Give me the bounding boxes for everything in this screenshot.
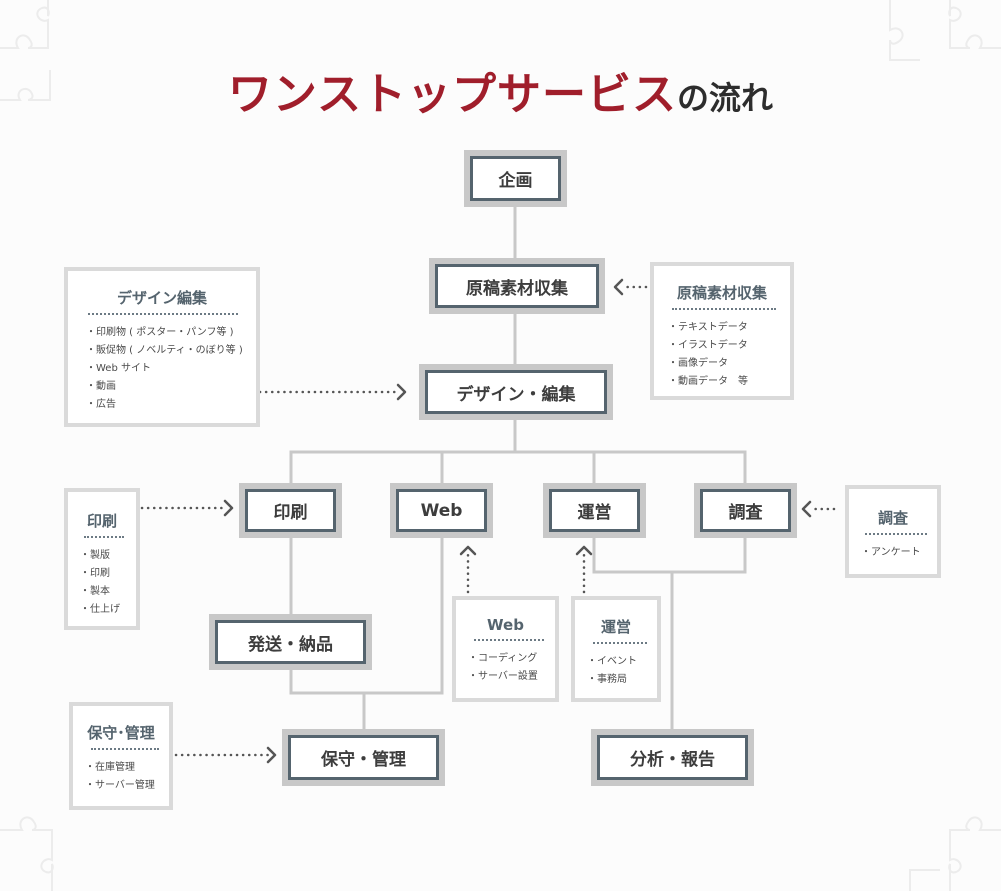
title-sub: の流れ: [677, 79, 774, 117]
panel-maintenance-list: 在庫管理 サーバー管理: [85, 759, 169, 795]
node-analysis-label: 分析・報告: [597, 735, 748, 780]
panel-web: Web コーディング サーバー設置: [452, 596, 559, 702]
list-item: イラストデータ: [668, 337, 790, 355]
list-item: 印刷物 ( ポスター・パンフ等 ): [86, 324, 256, 342]
panel-print: 印刷 製版 印刷 製本 仕上げ: [64, 488, 140, 630]
panel-manuscript-list: テキストデータ イラストデータ 画像データ 動画データ 等: [668, 319, 790, 391]
panel-operation-title: 運営: [600, 618, 631, 636]
node-maintenance-label: 保守・管理: [288, 735, 439, 780]
list-item: サーバー管理: [85, 777, 169, 795]
panel-operation-divider: [593, 642, 647, 644]
panel-design-divider: [88, 313, 238, 315]
panel-web-divider: [474, 639, 544, 641]
node-research: 調査: [694, 483, 797, 538]
list-item: 動画: [86, 378, 256, 396]
puzzle-piece-icon: [0, 0, 51, 101]
list-item: 製本: [80, 583, 136, 601]
list-item: 広告: [86, 396, 256, 414]
panel-maintenance-title: 保守･管理: [87, 724, 155, 742]
node-manuscript: 原稿素材収集: [429, 258, 605, 314]
panel-research-list: アンケート: [861, 544, 937, 562]
list-item: テキストデータ: [668, 319, 790, 337]
panel-maintenance: 保守･管理 在庫管理 サーバー管理: [69, 702, 173, 810]
node-shipping: 発送・納品: [209, 614, 372, 670]
list-item: 販促物 ( ノベルティ・のぼり等 ): [86, 342, 256, 360]
node-print: 印刷: [239, 483, 342, 538]
list-item: 動画データ 等: [668, 373, 790, 391]
list-item: Web サイト: [86, 360, 256, 378]
node-design: デザイン・編集: [419, 364, 613, 420]
puzzle-piece-icon: [0, 816, 54, 891]
panel-design: デザイン編集 印刷物 ( ポスター・パンフ等 ) 販促物 ( ノベルティ・のぼり…: [64, 267, 260, 427]
list-item: 事務局: [587, 671, 657, 689]
panel-print-list: 製版 印刷 製本 仕上げ: [80, 547, 136, 619]
node-manuscript-label: 原稿素材収集: [435, 264, 599, 308]
node-maintenance: 保守・管理: [282, 729, 445, 786]
node-design-label: デザイン・編集: [425, 370, 607, 414]
panel-manuscript-title: 原稿素材収集: [676, 284, 767, 302]
panel-maintenance-divider: [91, 748, 159, 750]
list-item: 画像データ: [668, 355, 790, 373]
page-title: ワンストップサービスの流れ: [0, 58, 1001, 122]
list-item: サーバー設置: [468, 668, 555, 686]
panel-design-list: 印刷物 ( ポスター・パンフ等 ) 販促物 ( ノベルティ・のぼり等 ) Web…: [86, 324, 256, 414]
node-planning-label: 企画: [470, 156, 561, 201]
panel-manuscript-divider: [672, 308, 776, 310]
puzzle-piece-icon: [889, 0, 1001, 61]
node-planning: 企画: [464, 150, 567, 207]
panel-research-divider: [865, 533, 927, 535]
node-web: Web: [390, 483, 493, 538]
list-item: 仕上げ: [80, 601, 136, 619]
list-item: アンケート: [861, 544, 937, 562]
list-item: 在庫管理: [85, 759, 169, 777]
panel-print-divider: [84, 536, 124, 538]
panel-operation: 運営 イベント 事務局: [571, 596, 661, 702]
panel-manuscript: 原稿素材収集 テキストデータ イラストデータ 画像データ 動画データ 等: [650, 262, 794, 400]
list-item: コーディング: [468, 650, 555, 668]
node-print-label: 印刷: [245, 489, 336, 532]
node-shipping-label: 発送・納品: [215, 620, 366, 664]
list-item: 印刷: [80, 565, 136, 583]
puzzle-piece-icon: [909, 816, 1001, 891]
node-operation: 運営: [543, 483, 646, 538]
panel-research-title: 調査: [877, 509, 908, 527]
node-operation-label: 運営: [549, 489, 640, 532]
list-item: 製版: [80, 547, 136, 565]
node-web-label: Web: [396, 489, 487, 532]
node-analysis: 分析・報告: [591, 729, 754, 786]
title-main: ワンストップサービス: [227, 69, 678, 120]
panel-web-title: Web: [487, 616, 524, 634]
panel-print-title: 印刷: [86, 512, 117, 530]
panel-operation-list: イベント 事務局: [587, 653, 657, 689]
panel-design-title: デザイン編集: [116, 289, 207, 307]
list-item: イベント: [587, 653, 657, 671]
node-research-label: 調査: [700, 489, 791, 532]
panel-web-list: コーディング サーバー設置: [468, 650, 555, 686]
panel-research: 調査 アンケート: [845, 485, 941, 578]
